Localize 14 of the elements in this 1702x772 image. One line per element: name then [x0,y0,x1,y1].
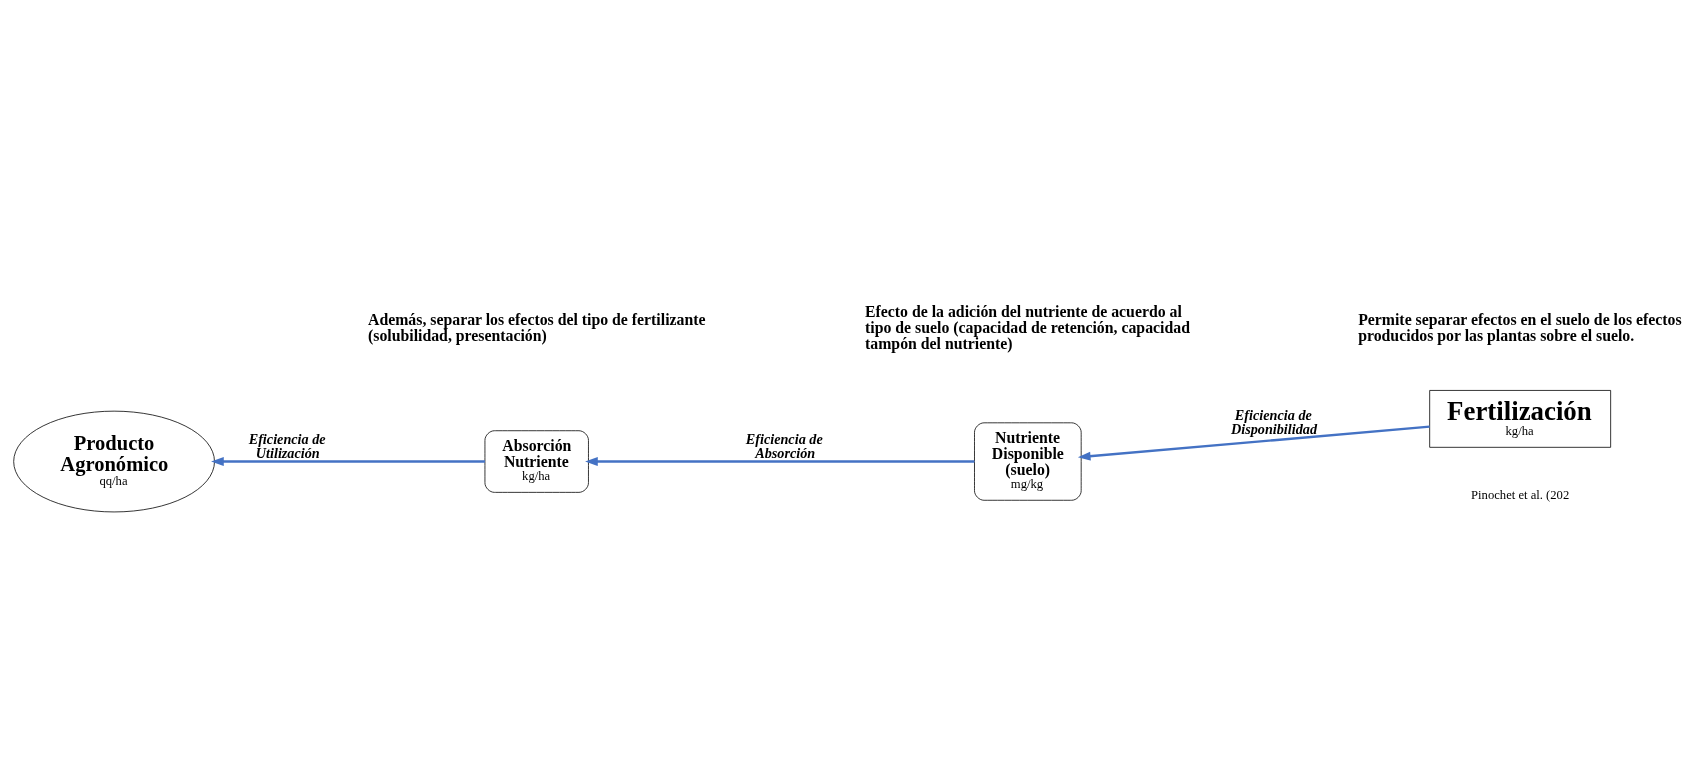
node-box: Fertilización kg/ha [1429,390,1612,448]
node-ellipse: Producto Agronómico qq/ha [13,410,215,513]
arrow [211,457,485,466]
edge-label: Eficiencia de Disponibilidad [1230,406,1318,438]
label: Efecto de la adición del nutriente de acuerdo al tipo de suelo (capacidad de retención, capacidad tampón del nutriente) [865,302,1190,352]
node-box: Nutriente Disponible (suelo) mg/kg [974,422,1082,501]
arrow [1077,425,1430,461]
node-box: Absorción Nutriente kg/ha [484,430,589,493]
label: Además, separar los efectos del tipo de fertilizante (solubilidad, presentación) [367,310,706,344]
edge-label: Eficiencia de Absorción [745,430,823,461]
arrow [585,457,975,466]
label: Pinochet et al. (202 [1471,487,1570,502]
label: Permite separar efectos en el suelo de los efectos producidos por las plantas sobre el suelo. [1358,310,1682,344]
edge-label: Eficiencia de Utilización [248,430,326,461]
